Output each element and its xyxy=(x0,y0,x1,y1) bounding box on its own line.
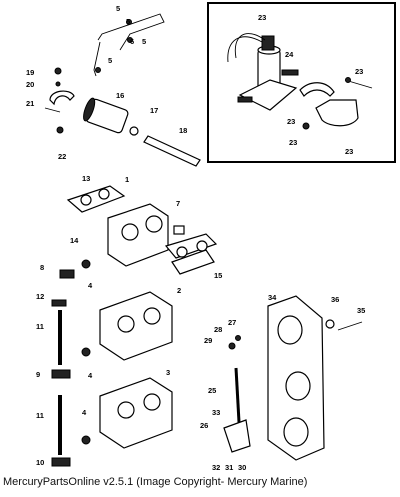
part-label: 20 xyxy=(26,80,34,89)
part-label: 4 xyxy=(88,371,93,380)
part-label: 4 xyxy=(88,281,93,290)
part-labels: 5 5 6 5 5 19 20 21 16 17 18 22 13 1 7 14… xyxy=(26,4,365,472)
part-label: 14 xyxy=(70,236,79,245)
part-label: 27 xyxy=(228,318,236,327)
fuel-tubes xyxy=(51,259,91,467)
part-label: 31 xyxy=(225,463,233,472)
part-label: 8 xyxy=(40,263,44,272)
inset-label: 23 xyxy=(258,13,266,22)
part-label: 19 xyxy=(26,68,34,77)
part-label: 15 xyxy=(214,271,222,280)
inset-label: 23 xyxy=(355,67,363,76)
part-label: 12 xyxy=(36,292,44,301)
part-label: 26 xyxy=(200,421,208,430)
inset-label: 23 xyxy=(287,117,295,126)
carburetor-middle xyxy=(99,291,173,361)
part-label: 32 xyxy=(212,463,220,472)
inset-label: 23 xyxy=(345,147,353,156)
part-label: 33 xyxy=(212,408,220,417)
fuel-filter-assembly xyxy=(44,67,201,167)
part-label: 5 xyxy=(142,37,146,46)
part-label: 5 xyxy=(108,56,112,65)
part-label: 18 xyxy=(179,126,187,135)
part-label: 5 xyxy=(126,17,130,26)
part-label: 3 xyxy=(166,368,170,377)
part-label: 30 xyxy=(238,463,246,472)
copyright-caption: MercuryPartsOnline v2.5.1 (Image Copyrig… xyxy=(3,476,308,488)
part-label: 16 xyxy=(116,91,124,100)
intake-manifold-plate xyxy=(267,295,363,461)
part-label: 1 xyxy=(125,175,129,184)
part-label: 35 xyxy=(357,306,365,315)
part-label: 13 xyxy=(82,174,90,183)
part-label: 6 xyxy=(130,37,134,46)
carburetor-upper xyxy=(66,185,218,267)
part-label: 5 xyxy=(116,4,120,13)
inset-label: 23 xyxy=(289,138,297,147)
part-label: 22 xyxy=(58,152,66,161)
part-label: 10 xyxy=(36,458,44,467)
throttle-linkage xyxy=(223,335,251,453)
carburetor-lower xyxy=(99,377,173,449)
part-label: 25 xyxy=(208,386,216,395)
part-label: 11 xyxy=(36,322,44,331)
linkage-rod xyxy=(93,13,165,77)
part-label: 4 xyxy=(82,408,87,417)
part-label: 9 xyxy=(36,370,40,379)
part-label: 11 xyxy=(36,411,44,420)
inset-label: 24 xyxy=(285,50,294,59)
part-label: 29 xyxy=(204,336,212,345)
part-label: 7 xyxy=(176,199,180,208)
part-label: 36 xyxy=(331,295,339,304)
part-label: 34 xyxy=(268,293,277,302)
part-label: 21 xyxy=(26,99,34,108)
part-label: 28 xyxy=(214,325,222,334)
fuel-pump-inset: 23 24 23 23 23 23 xyxy=(207,2,396,163)
part-label: 2 xyxy=(177,286,181,295)
part-label: 17 xyxy=(150,106,158,115)
